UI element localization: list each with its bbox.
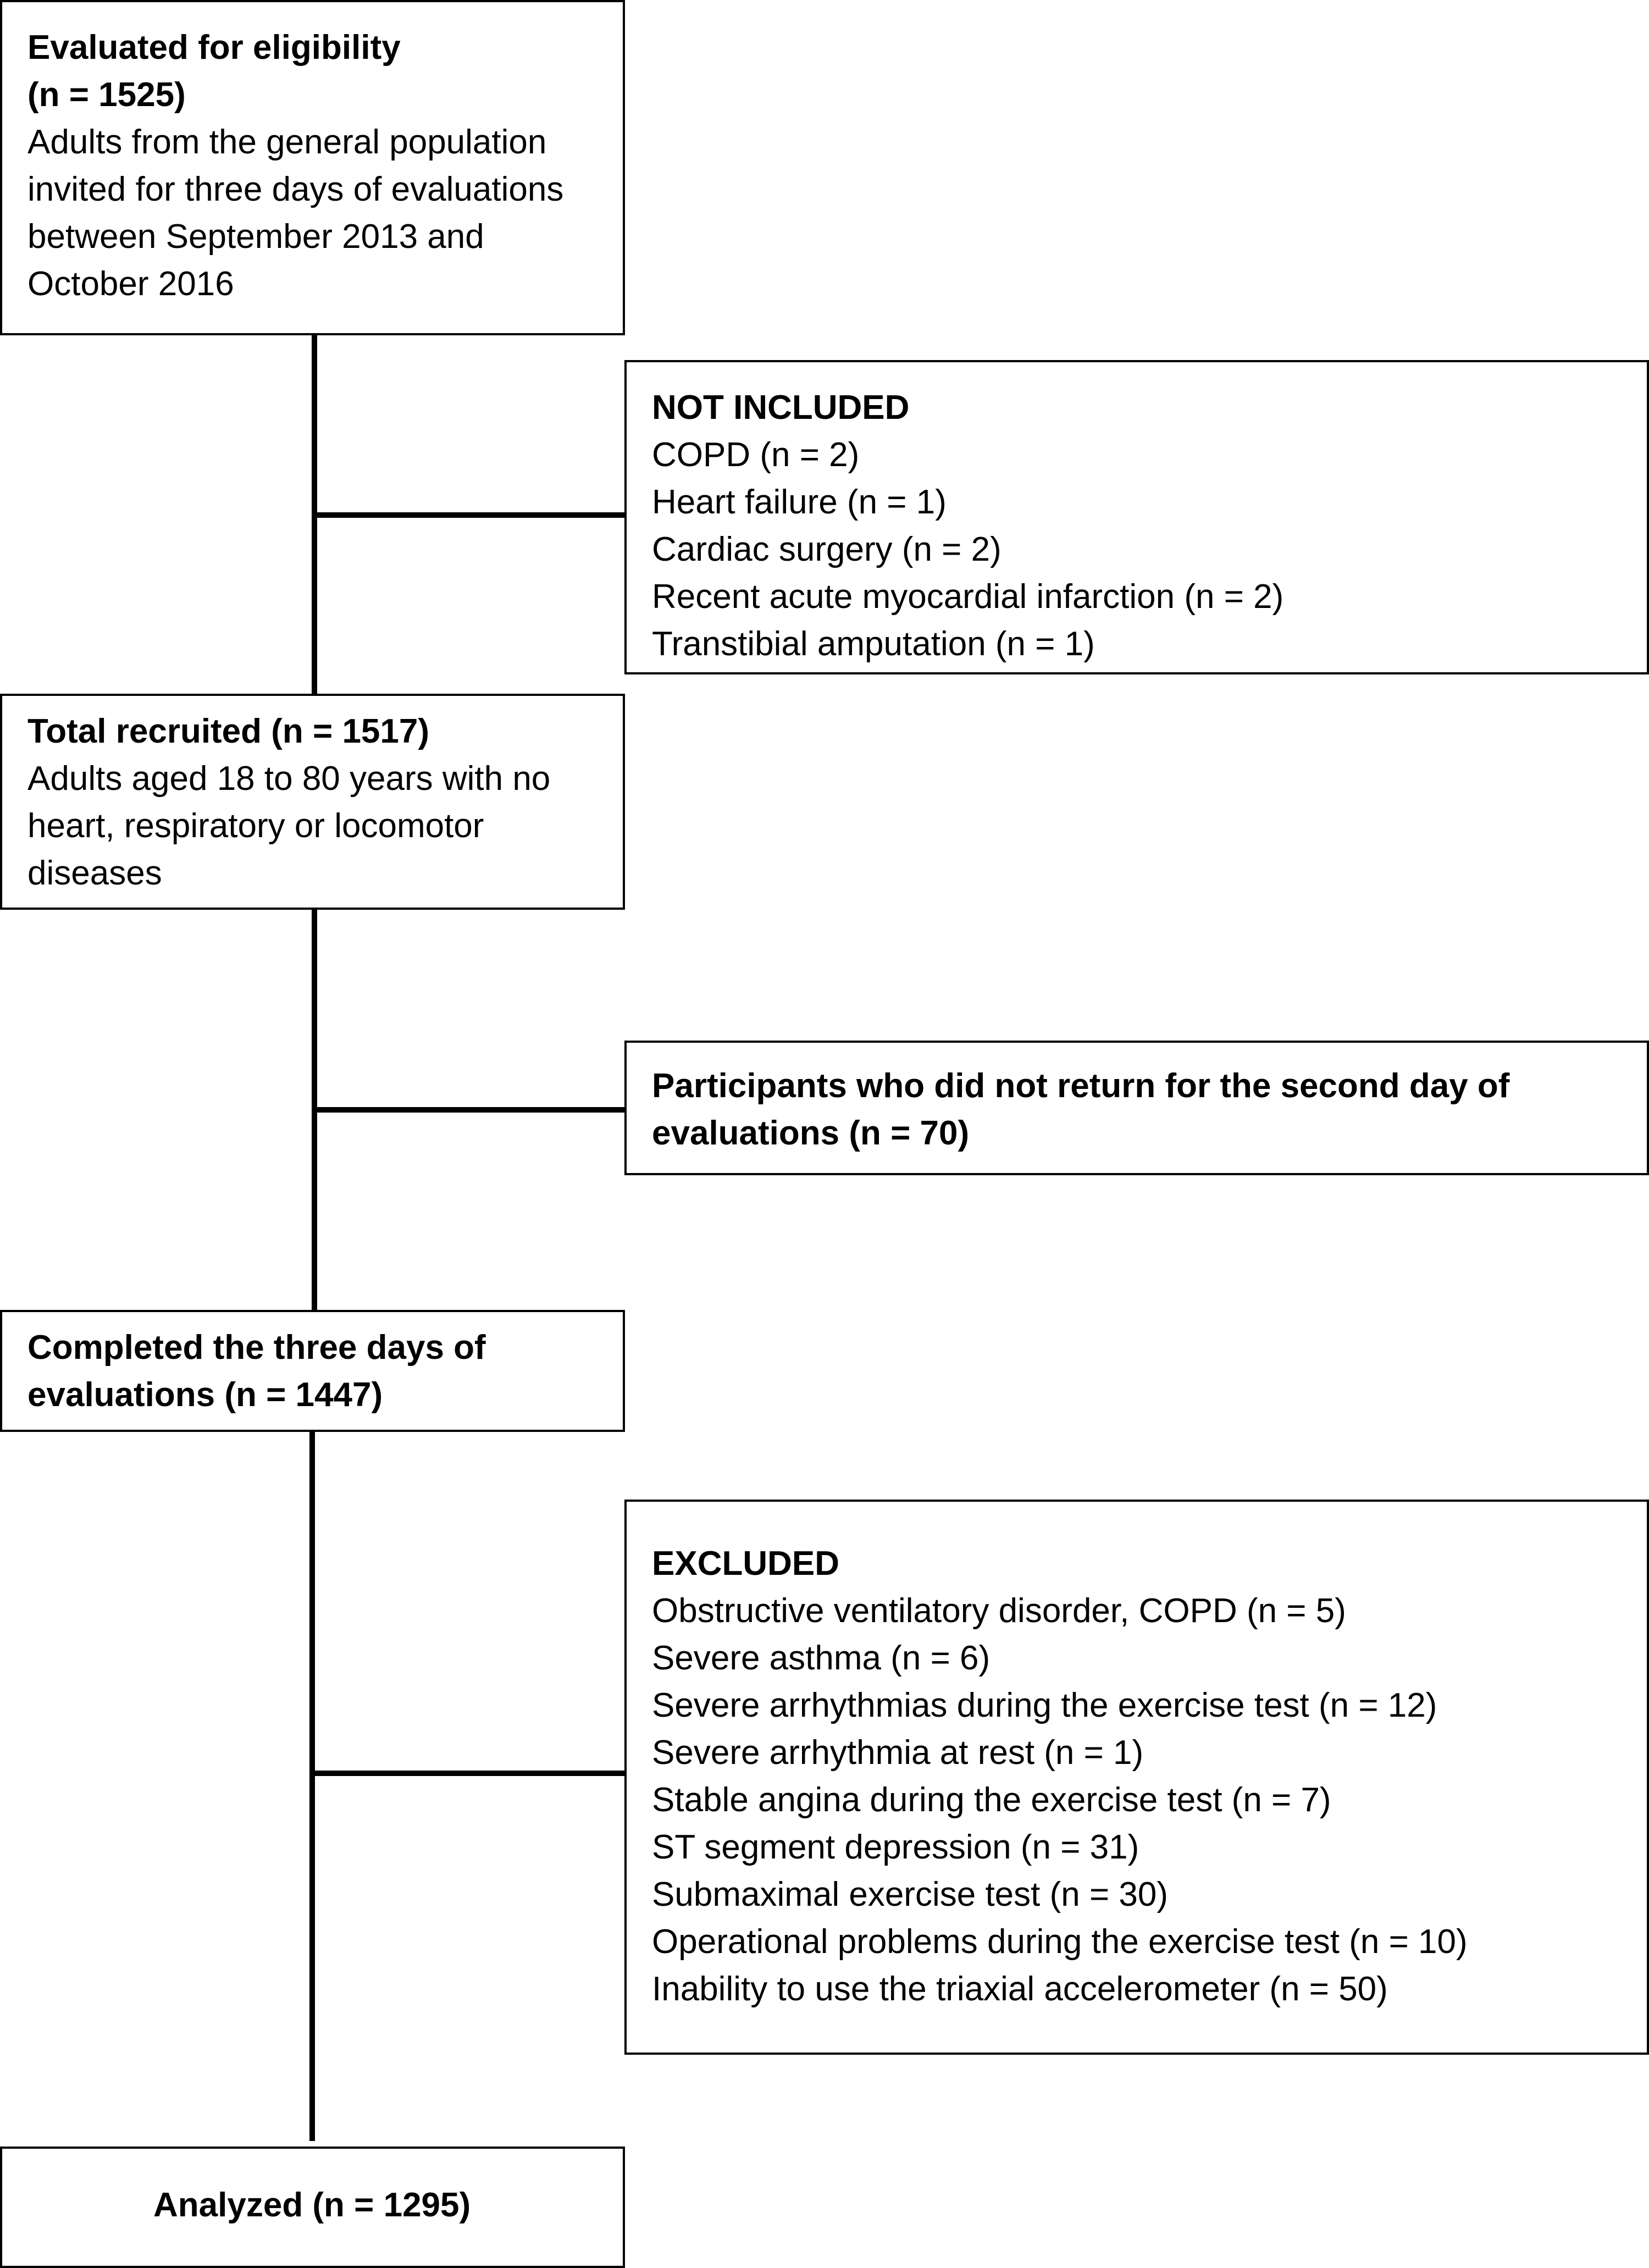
connector-branch-not-included [314, 512, 626, 518]
excluded-item: Submaximal exercise test (n = 30) [652, 1876, 1168, 1913]
eligibility-count: (n = 1525) [27, 76, 186, 114]
eligibility-desc-line: between September 2013 and [27, 218, 484, 256]
excluded-item: Inability to use the triaxial accelerome… [652, 1970, 1388, 2008]
connector-trunk-3 [309, 1432, 315, 2141]
completed-line: evaluations (n = 1447) [27, 1376, 383, 1414]
analyzed-text: Analyzed (n = 1295) [153, 2186, 471, 2224]
eligibility-heading: Evaluated for eligibility [27, 29, 401, 67]
not-included-item: COPD (n = 2) [652, 436, 860, 474]
connector-branch-did-not-return [314, 1107, 626, 1113]
not-included-box: NOT INCLUDED COPD (n = 2) Heart failure … [624, 360, 1649, 674]
did-not-return-line: Participants who did not return for the … [652, 1067, 1510, 1105]
did-not-return-box: Participants who did not return for the … [624, 1041, 1649, 1175]
analyzed-box: Analyzed (n = 1295) [0, 2147, 625, 2268]
eligibility-desc-line: invited for three days of evaluations [27, 170, 564, 208]
excluded-box: EXCLUDED Obstructive ventilatory disorde… [624, 1500, 1649, 2055]
recruited-heading: Total recruited (n = 1517) [27, 712, 430, 750]
eligibility-desc-line: Adults from the general population [27, 123, 547, 161]
excluded-item: ST segment depression (n = 31) [652, 1828, 1139, 1866]
did-not-return-line: evaluations (n = 70) [652, 1114, 970, 1152]
not-included-item: Recent acute myocardial infarction (n = … [652, 578, 1284, 616]
excluded-item: Severe asthma (n = 6) [652, 1639, 990, 1677]
completed-box: Completed the three days of evaluations … [0, 1310, 625, 1432]
excluded-item: Obstructive ventilatory disorder, COPD (… [652, 1592, 1346, 1630]
eligibility-box: Evaluated for eligibility (n = 1525) Adu… [0, 0, 625, 335]
excluded-item: Stable angina during the exercise test (… [652, 1781, 1331, 1819]
completed-line: Completed the three days of [27, 1329, 486, 1367]
excluded-item: Severe arrhythmias during the exercise t… [652, 1686, 1437, 1724]
excluded-item: Operational problems during the exercise… [652, 1923, 1468, 1961]
recruited-desc-line: diseases [27, 854, 162, 892]
recruited-desc-line: Adults aged 18 to 80 years with no [27, 760, 551, 798]
not-included-item: Cardiac surgery (n = 2) [652, 530, 1001, 568]
connector-branch-excluded [312, 1771, 626, 1776]
excluded-heading: EXCLUDED [652, 1545, 840, 1583]
not-included-item: Heart failure (n = 1) [652, 483, 947, 521]
recruited-box: Total recruited (n = 1517) Adults aged 1… [0, 694, 625, 910]
excluded-item: Severe arrhythmia at rest (n = 1) [652, 1734, 1144, 1772]
not-included-item: Transtibial amputation (n = 1) [652, 625, 1095, 663]
not-included-heading: NOT INCLUDED [652, 389, 910, 427]
recruited-desc-line: heart, respiratory or locomotor [27, 807, 484, 845]
eligibility-desc-line: October 2016 [27, 265, 234, 303]
